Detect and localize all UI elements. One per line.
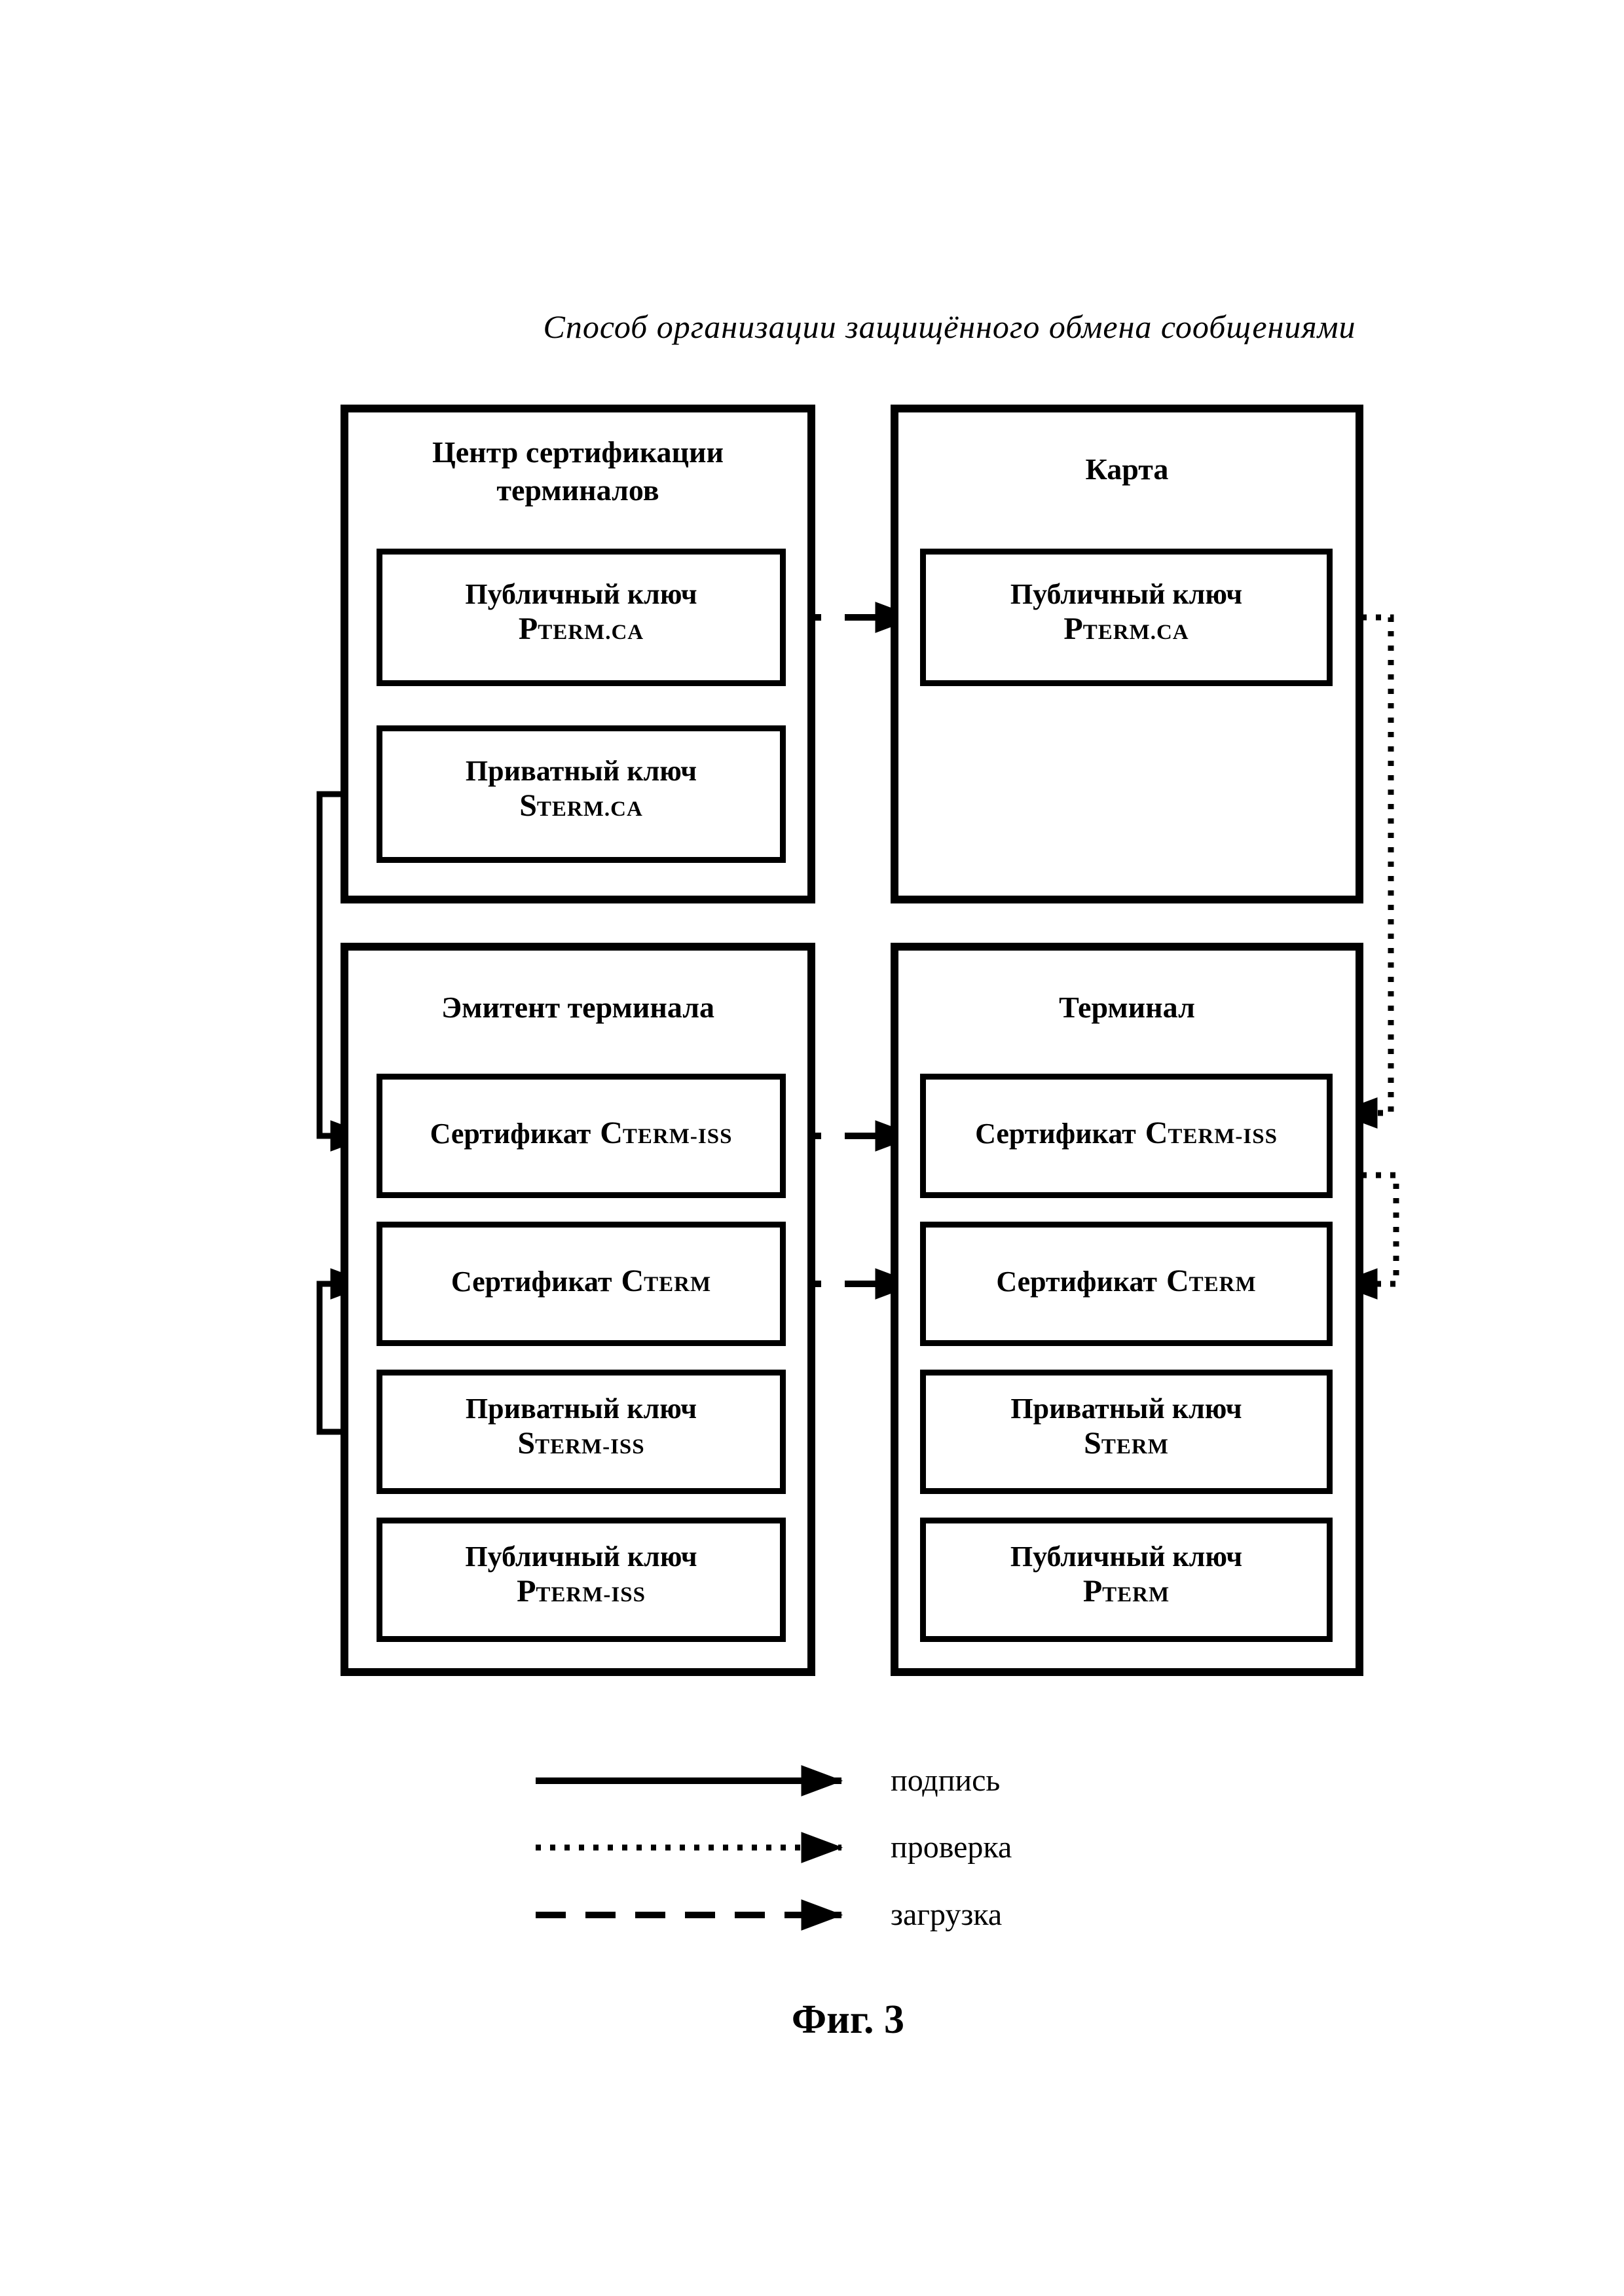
legend-label-signature: подпись (891, 1763, 1001, 1798)
figure-caption: Фиг. 3 (791, 1997, 905, 2042)
cert-symbol: C (1145, 1115, 1168, 1150)
cert-symbol: C (1166, 1263, 1189, 1298)
verify-arrow-2 (1333, 1172, 1399, 1300)
cert-symbol: C (600, 1115, 623, 1150)
terminal-public-key-box: Публичный ключ PTERM (920, 1518, 1333, 1642)
card-public-key-box: Публичный ключ PTERM.CA (920, 549, 1333, 686)
key-symbol-subscript: TERM.CA (538, 620, 644, 644)
legend-label-loading: загрузка (891, 1897, 1003, 1932)
key-symbol: P (518, 611, 538, 646)
cert-symbol-subscript: TERM-ISS (1168, 1124, 1278, 1148)
key-symbol-subscript: TERM-ISS (536, 1582, 646, 1607)
key-symbol: S (517, 1425, 536, 1461)
key-symbol: S (1084, 1425, 1101, 1461)
issuer-public-key-box: Публичный ключ PTERM-ISS (377, 1518, 786, 1642)
key-symbol-subscript: TERM-ISS (535, 1434, 645, 1459)
cert-symbol-subscript: TERM (1189, 1272, 1257, 1296)
cert-center-title: Центр сертификации терминалов (432, 435, 724, 507)
cert-center-private-key-box: Приватный ключ STERM.CA (377, 725, 786, 863)
cert-center-public-key-box: Публичный ключ PTERM.CA (377, 549, 786, 686)
key-symbol-subscript: TERM (1101, 1434, 1169, 1459)
cert-symbol-subscript: TERM-ISS (622, 1124, 733, 1148)
terminal-private-key-box: Приватный ключ STERM (920, 1370, 1333, 1494)
key-symbol-subscript: TERM.CA (1082, 620, 1189, 644)
key-symbol: P (517, 1573, 536, 1609)
card-title: Карта (1085, 452, 1169, 486)
issuer-title: Эмитент терминала (441, 991, 715, 1024)
key-symbol: P (1082, 1573, 1103, 1609)
cert-symbol: C (621, 1263, 644, 1298)
key-symbol: P (1063, 611, 1083, 646)
key-symbol-subscript: TERM (1102, 1582, 1170, 1607)
legend-label-verification: проверка (891, 1830, 1012, 1865)
issuer-private-key-box: Приватный ключ STERM-ISS (377, 1370, 786, 1494)
key-symbol-subscript: TERM.CA (536, 797, 643, 821)
terminal-title: Терминал (1059, 991, 1195, 1024)
page-title: Способ организации защищённого обмена со… (543, 308, 1356, 345)
cert-symbol-subscript: TERM (644, 1272, 712, 1296)
key-symbol: S (519, 788, 537, 823)
